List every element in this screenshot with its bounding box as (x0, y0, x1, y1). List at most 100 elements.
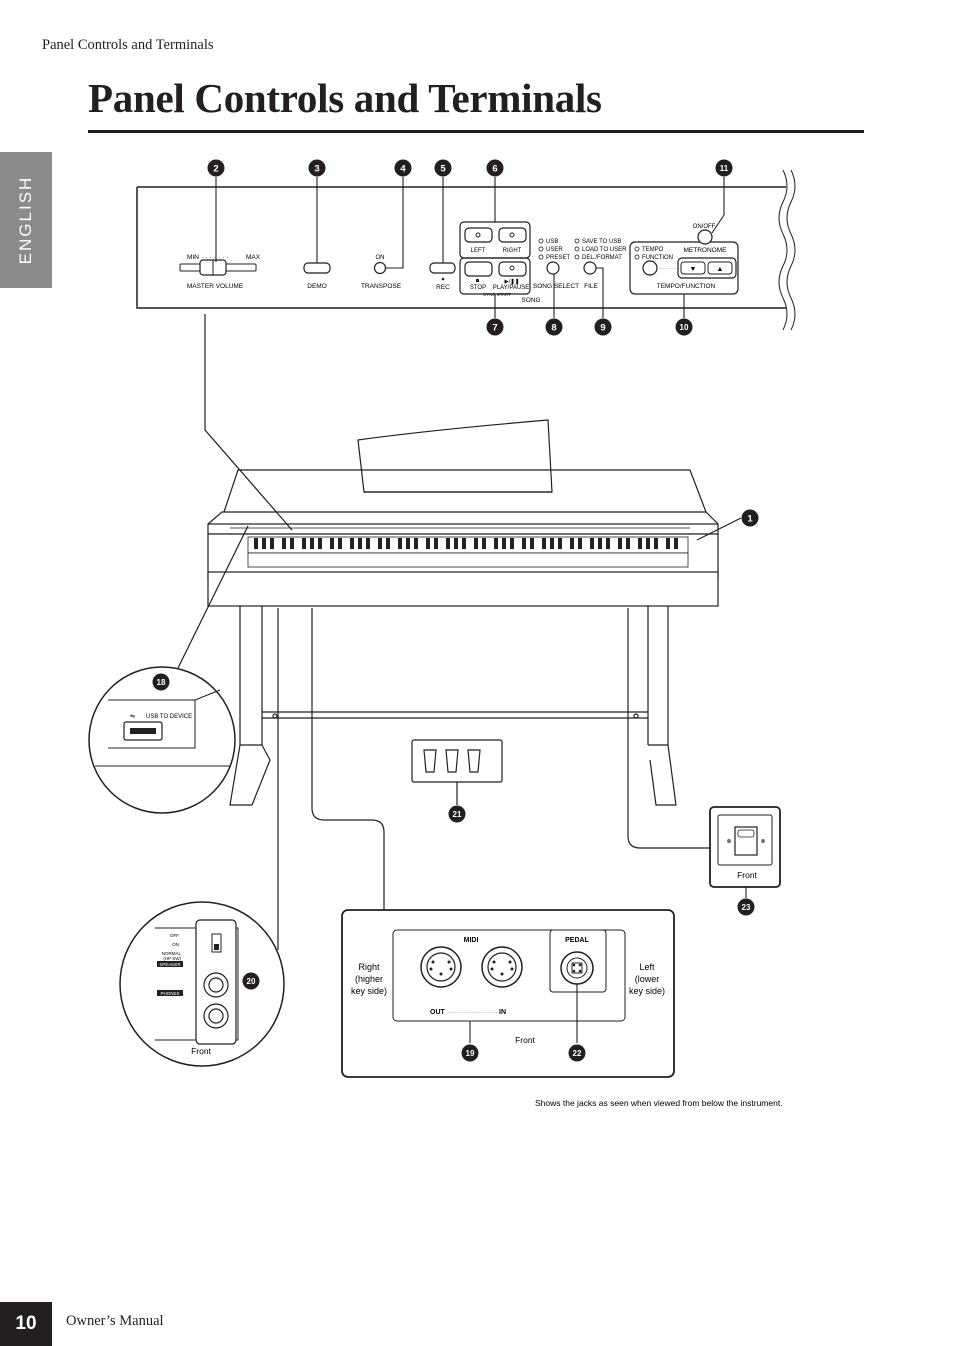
master-volume-slider[interactable]: MIN ········· MAX MASTER VOLUME (179, 254, 261, 290)
left-button[interactable]: LEFT (464, 227, 493, 254)
right-side-line-1: Right (358, 962, 380, 972)
stop-button[interactable]: STOP (464, 261, 493, 291)
page-number: 10 (0, 1302, 52, 1346)
metronome-button[interactable]: ON/OFF METRONOME (684, 224, 728, 254)
file-option-delete: DEL./FORMAT (582, 255, 622, 261)
svg-text:·······: ······· (659, 266, 680, 272)
stop-label: STOP (470, 285, 486, 291)
callout-3: 3 (308, 159, 326, 177)
song-buttons: STOP ▶/❚❚ PLAY/PAUSE SYNC START SONG (459, 257, 541, 304)
svg-text:19: 19 (466, 1049, 475, 1058)
svg-text:10: 10 (680, 323, 689, 332)
play-pause-label: PLAY/PAUSE (493, 285, 529, 291)
speaker-front-label: Front (191, 1046, 211, 1056)
usb-detail: ⇋ USB TO DEVICE (88, 666, 236, 814)
svg-text:⊗: ⊗ (760, 839, 765, 845)
svg-text:18: 18 (157, 678, 166, 687)
speaker-off-label: OFF (170, 933, 179, 938)
transpose-button[interactable]: ON TRANSPOSE (361, 255, 402, 290)
pedal-label: PEDAL (565, 937, 589, 944)
up-arrow-icon: ▲ (717, 266, 724, 273)
midi-in-jack[interactable] (481, 946, 523, 988)
svg-text:23: 23 (742, 903, 751, 912)
tempo-function-button[interactable] (642, 260, 658, 276)
callout-18: 18 (152, 673, 170, 691)
speaker-switch[interactable] (211, 933, 222, 953)
right-side-line-3: key side) (351, 986, 387, 996)
file-button[interactable]: SAVE TO USB LOAD TO USER DEL./FORMAT FIL… (574, 238, 627, 290)
svg-text:··················: ·················· (448, 1010, 502, 1016)
usb-icon: ⇋ (130, 713, 135, 720)
right-side-line-2: (higher (355, 974, 383, 984)
function-led-label: FUNCTION (642, 255, 673, 261)
left-side-line-2: (lower (635, 974, 660, 984)
detail-leader-lines (177, 314, 742, 950)
svg-text:22: 22 (573, 1049, 582, 1058)
callout-4: 4 (394, 159, 412, 177)
piano-black-keys (254, 538, 678, 549)
midi-in-label: IN (499, 1009, 506, 1016)
speaker-on-label: ON (172, 942, 179, 947)
footer-manual-title: Owner’s Manual (66, 1313, 164, 1329)
caption: Shows the jacks as seen when viewed from… (535, 1098, 783, 1108)
pedal-jack[interactable] (560, 951, 594, 985)
down-button[interactable]: ▼ (680, 261, 706, 275)
tempo-led-label: TEMPO (642, 247, 664, 253)
song-label: SONG (521, 297, 540, 304)
callout-9: 9 (594, 318, 612, 336)
part-buttons: LEFT RIGHT (459, 221, 531, 259)
left-side-line-3: key side) (629, 986, 665, 996)
rec-label: REC (436, 284, 450, 291)
volume-max-label: MAX (246, 254, 261, 261)
play-pause-button[interactable]: ▶/❚❚ PLAY/PAUSE (493, 261, 529, 291)
phones-label: PHONES (160, 991, 179, 996)
down-arrow-icon: ▼ (690, 266, 697, 273)
language-tab: ENGLISH (0, 152, 52, 288)
svg-text:3: 3 (314, 164, 319, 175)
callout-6: 6 (486, 159, 504, 177)
rec-button[interactable]: REC (429, 262, 456, 291)
tempo-function-group: TEMPO FUNCTION ······· ▼ ▲ TEMPO/FUNCTIO… (629, 241, 739, 295)
speaker-label: SPEAKER (159, 962, 181, 967)
svg-text:21: 21 (453, 810, 462, 819)
speaker-normal-sub-label: (HP SW) (163, 956, 181, 961)
svg-text:1: 1 (747, 514, 753, 525)
midi-out-label: OUT (430, 1009, 446, 1016)
left-label: LEFT (471, 248, 486, 254)
transpose-label: TRANSPOSE (361, 283, 402, 290)
midi-label: MIDI (464, 937, 479, 944)
up-button[interactable]: ▲ (707, 261, 733, 275)
power-front-label: Front (737, 870, 757, 880)
phones-jack-1[interactable] (203, 972, 229, 998)
svg-text:·········: ········· (193, 254, 230, 261)
svg-text:⊗: ⊗ (726, 839, 731, 845)
tempo-function-label: TEMPO/FUNCTION (657, 283, 716, 290)
song-select-option-usb: USB (546, 239, 558, 245)
right-button[interactable]: RIGHT (498, 227, 527, 254)
callout-1: 1 (741, 509, 759, 527)
svg-text:2: 2 (213, 164, 218, 175)
callout-19: 19 (461, 1044, 479, 1062)
svg-text:5: 5 (440, 164, 446, 175)
page-title: Panel Controls and Terminals (88, 75, 602, 121)
demo-label: DEMO (307, 283, 327, 290)
callout-11: 11 (715, 159, 733, 177)
usb-to-device-label: USB TO DEVICE (146, 714, 192, 720)
demo-button[interactable]: DEMO (303, 262, 331, 290)
left-side-line-1: Left (639, 962, 655, 972)
metronome-label: METRONOME (684, 247, 728, 254)
svg-text:7: 7 (492, 323, 497, 334)
callout-22: 22 (568, 1044, 586, 1062)
song-select-option-user: USER (546, 247, 563, 253)
song-select-button[interactable]: USB USER PRESET SONG SELECT (533, 238, 579, 290)
file-option-load: LOAD TO USER (582, 247, 627, 253)
file-label: FILE (584, 283, 598, 290)
svg-text:8: 8 (551, 323, 556, 334)
jacks-detail: MIDI OUT ·················· IN PEDAL (341, 909, 675, 1078)
midi-out-jack[interactable] (420, 946, 462, 988)
song-select-option-preset: PRESET (546, 255, 570, 261)
phones-jack-2[interactable] (203, 1003, 229, 1029)
master-volume-label: MASTER VOLUME (187, 283, 244, 290)
svg-text:20: 20 (247, 977, 256, 986)
